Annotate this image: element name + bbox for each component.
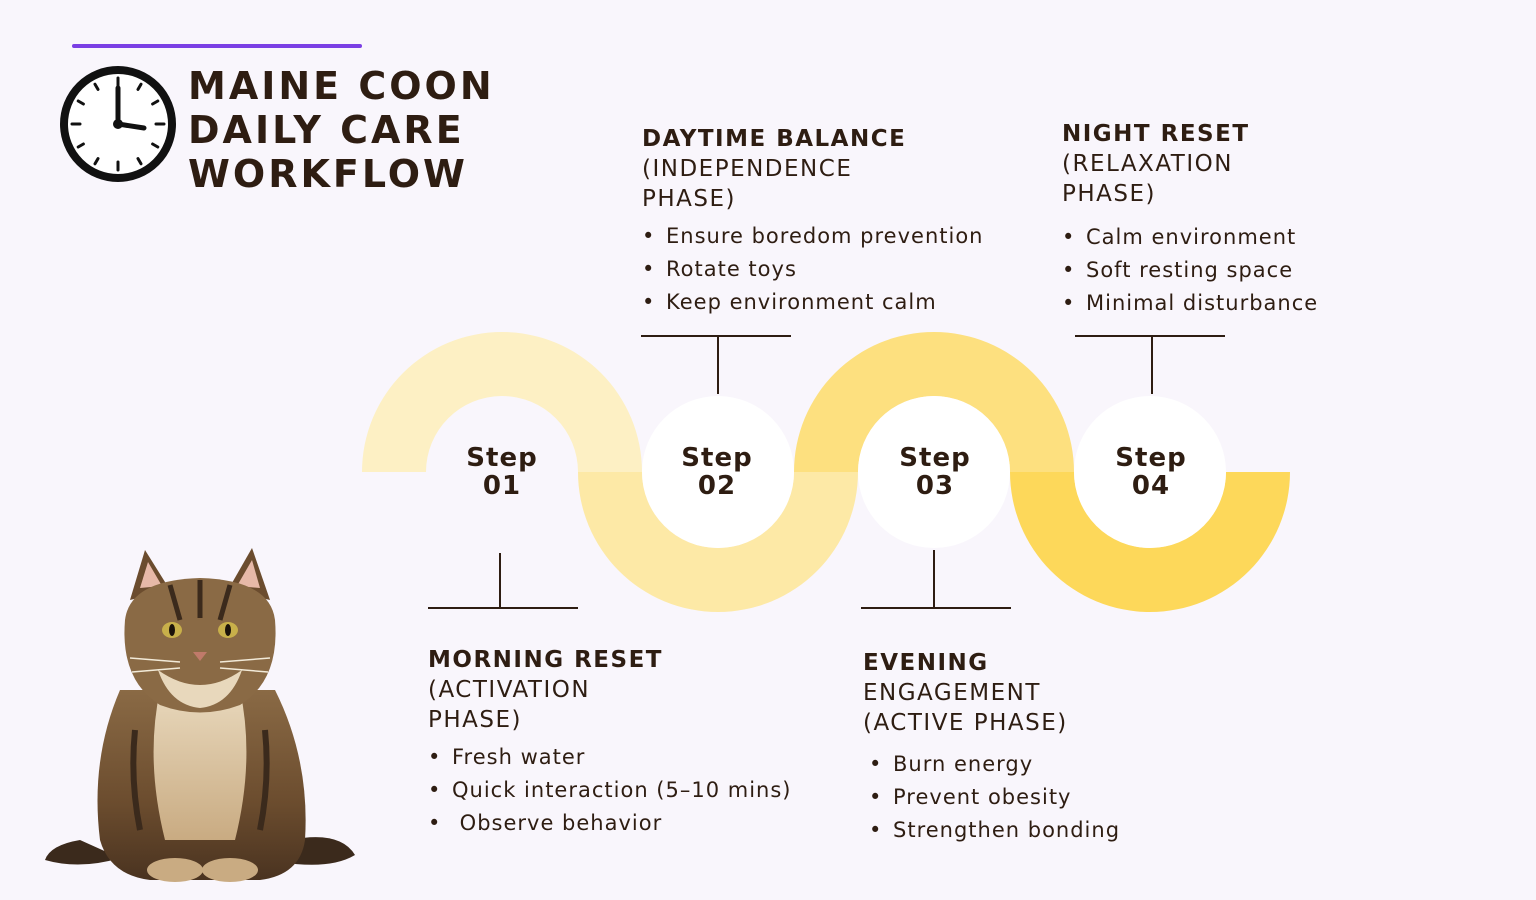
- list-item: Ensure boredom prevention: [642, 220, 983, 253]
- list-item: Burn energy: [869, 748, 1120, 781]
- phase-title: MORNING RESET (ACTIVATION PHASE): [428, 645, 792, 735]
- phase-list: Ensure boredom prevention Rotate toys Ke…: [642, 220, 983, 319]
- phase-list: Burn energy Prevent obesity Strengthen b…: [863, 748, 1120, 847]
- step-number: 02: [697, 471, 737, 501]
- step-word: Step: [681, 443, 753, 473]
- phase-subtitle: (ACTIVE PHASE): [863, 710, 1068, 736]
- step-label: Step 01: [432, 444, 572, 500]
- step-circle: [1074, 396, 1226, 548]
- phase-title: EVENING ENGAGEMENT (ACTIVE PHASE): [863, 648, 1120, 738]
- phase-daytime: DAYTIME BALANCE (INDEPENDENCE PHASE) Ens…: [642, 124, 983, 319]
- wave-segment-4: [1010, 472, 1290, 612]
- phase-subtitle: PHASE): [1062, 181, 1157, 207]
- list-item: Soft resting space: [1062, 254, 1318, 287]
- list-item: Rotate toys: [642, 253, 983, 286]
- step-label: Step 02: [647, 444, 787, 500]
- phase-heading: NIGHT RESET: [1062, 121, 1250, 147]
- phase-subtitle: PHASE): [428, 707, 523, 733]
- clock-icon: [60, 66, 176, 182]
- phase-subtitle: PHASE): [642, 186, 737, 212]
- phase-heading: EVENING: [863, 650, 989, 676]
- phase-title: DAYTIME BALANCE (INDEPENDENCE PHASE): [642, 124, 983, 214]
- step-word: Step: [899, 443, 971, 473]
- phase-list: Fresh water Quick interaction (5–10 mins…: [428, 741, 792, 840]
- list-item: Calm environment: [1062, 221, 1318, 254]
- title-line: WORKFLOW: [188, 152, 468, 196]
- step-circle: [858, 396, 1010, 548]
- phase-night: NIGHT RESET (RELAXATION PHASE) Calm envi…: [1062, 119, 1318, 320]
- step-number: 04: [1131, 471, 1171, 501]
- step-label: Step 04: [1081, 444, 1221, 500]
- list-item: Strengthen bonding: [869, 814, 1120, 847]
- page-title: MAINE COON DAILY CARE WORKFLOW: [188, 64, 495, 196]
- step-label: Step 03: [865, 444, 1005, 500]
- list-item: Prevent obesity: [869, 781, 1120, 814]
- step-word: Step: [466, 443, 538, 473]
- step-number: 01: [482, 471, 522, 501]
- phase-title: NIGHT RESET (RELAXATION PHASE): [1062, 119, 1318, 209]
- wave-segment-1: [362, 332, 642, 472]
- wave-segment-2: [578, 472, 858, 612]
- wave-segment-3: [794, 332, 1074, 472]
- accent-bar: [72, 44, 362, 48]
- phase-subtitle: (INDEPENDENCE: [642, 156, 853, 182]
- list-item: Observe behavior: [428, 807, 792, 840]
- title-line: MAINE COON: [188, 64, 495, 108]
- phase-subtitle: (ACTIVATION: [428, 677, 591, 703]
- phase-list: Calm environment Soft resting space Mini…: [1062, 221, 1318, 320]
- step-number: 03: [915, 471, 955, 501]
- maine-coon-cat-image: [45, 548, 355, 882]
- title-line: DAILY CARE: [188, 108, 465, 152]
- list-item: Minimal disturbance: [1062, 287, 1318, 320]
- step-word: Step: [1115, 443, 1187, 473]
- phase-subtitle: (RELAXATION: [1062, 151, 1233, 177]
- phase-morning: MORNING RESET (ACTIVATION PHASE) Fresh w…: [428, 645, 792, 840]
- phase-subtitle: ENGAGEMENT: [863, 680, 1041, 706]
- list-item: Keep environment calm: [642, 286, 983, 319]
- list-item: Fresh water: [428, 741, 792, 774]
- step-circle: [642, 396, 794, 548]
- list-item: Quick interaction (5–10 mins): [428, 774, 792, 807]
- phase-heading: DAYTIME BALANCE: [642, 126, 907, 152]
- phase-heading: MORNING RESET: [428, 647, 663, 673]
- phase-evening: EVENING ENGAGEMENT (ACTIVE PHASE) Burn e…: [863, 648, 1120, 847]
